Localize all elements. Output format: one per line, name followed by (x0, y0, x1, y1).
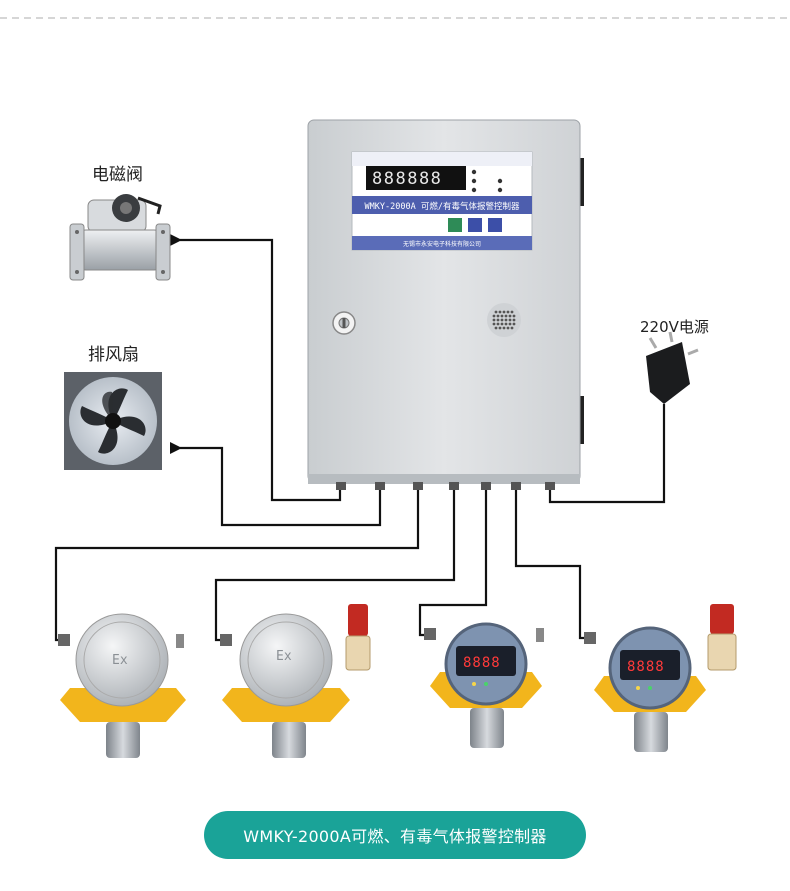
solenoid-valve-icon (69, 194, 171, 281)
caption-banner: WMKY-2000A可燃、有毒气体报警控制器 (204, 811, 586, 859)
wire-valve (170, 234, 342, 502)
speaker-grille-icon (487, 303, 521, 337)
wiring (54, 234, 666, 642)
detector-3-display: 8888 (463, 655, 501, 671)
model-plate-text: WMKY-2000A 可燃/有毒气体报警控制器 (365, 201, 520, 212)
detector-4-alarm-light (710, 604, 734, 634)
detector-2-mark: Ex (276, 649, 292, 664)
detector-4-display: 8888 (627, 659, 665, 675)
detector-1-icon: Ex (58, 613, 186, 758)
controller-cabinet: 888888 WMKY-2000A 可燃/有毒气体报警控制器 无锡市永安电子科技… (307, 119, 584, 490)
panel-button-2 (468, 218, 482, 232)
detector-4-icon: 8888 (584, 604, 737, 752)
detector-3-icon: 8888 (424, 622, 544, 748)
wire-fan (170, 442, 382, 527)
detector-2-icon: Ex (220, 604, 371, 758)
power-plug-icon (646, 331, 699, 404)
power-source-label: 220V电源 (640, 318, 709, 336)
detector-2-alarm-light (348, 604, 368, 636)
detector-1-mark: Ex (112, 653, 128, 668)
solenoid-valve-label: 电磁阀 (92, 165, 143, 185)
exhaust-fan-icon (64, 372, 162, 470)
wire-detector-2 (214, 482, 456, 642)
controller-display-value: 888888 (372, 169, 442, 189)
panel-button-1 (448, 218, 462, 232)
exhaust-fan-label: 排风扇 (88, 345, 139, 365)
model-plate (352, 196, 532, 214)
wire-power (548, 404, 666, 504)
wire-detector-4 (514, 482, 590, 640)
manufacturer-text: 无锡市永安电子科技有限公司 (403, 240, 481, 248)
controller-display (366, 166, 466, 190)
wire-detector-3 (418, 482, 488, 637)
panel-button-3 (488, 218, 502, 232)
